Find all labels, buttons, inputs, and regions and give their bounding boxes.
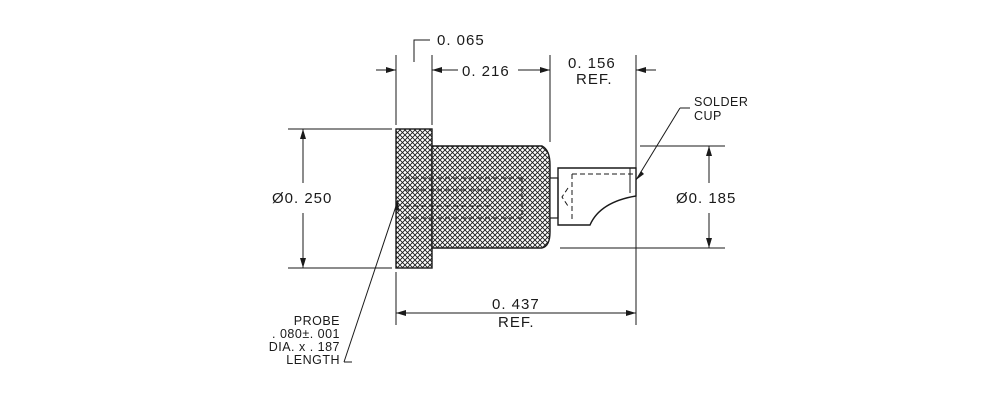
solder-cup [557,167,637,226]
flange-diameter-label: Ø0. 250 [272,190,332,207]
neck [549,177,559,219]
solder-cup-callout-line-2: CUP [694,109,722,123]
probe-callout-line-1: PROBE [294,314,340,328]
overall-length-ref-label: REF. [498,314,535,331]
probe-callout-line-2: . 080±. 001 [272,327,340,341]
cup-diameter-label: Ø0. 185 [676,190,736,207]
solder-cup-callout-line-1: SOLDER [694,95,748,109]
probe-callout-line-3: DIA. x . 187 [269,340,340,354]
extension-lines [288,55,725,325]
leader-lines [343,107,690,363]
flange [395,128,433,269]
flange-width-label: 0. 065 [437,32,485,49]
cup-length-label: 0. 156 [568,55,616,72]
body-length-label: 0. 216 [462,63,510,80]
dimension-lines [300,39,712,316]
probe-callout-line-4: LENGTH [286,353,340,367]
cup-length-ref-label: REF. [576,71,613,88]
part-geometry [395,128,637,269]
overall-length-label: 0. 437 [492,296,540,313]
probe-hidden-lines [405,177,523,219]
knurled-body [431,145,551,249]
